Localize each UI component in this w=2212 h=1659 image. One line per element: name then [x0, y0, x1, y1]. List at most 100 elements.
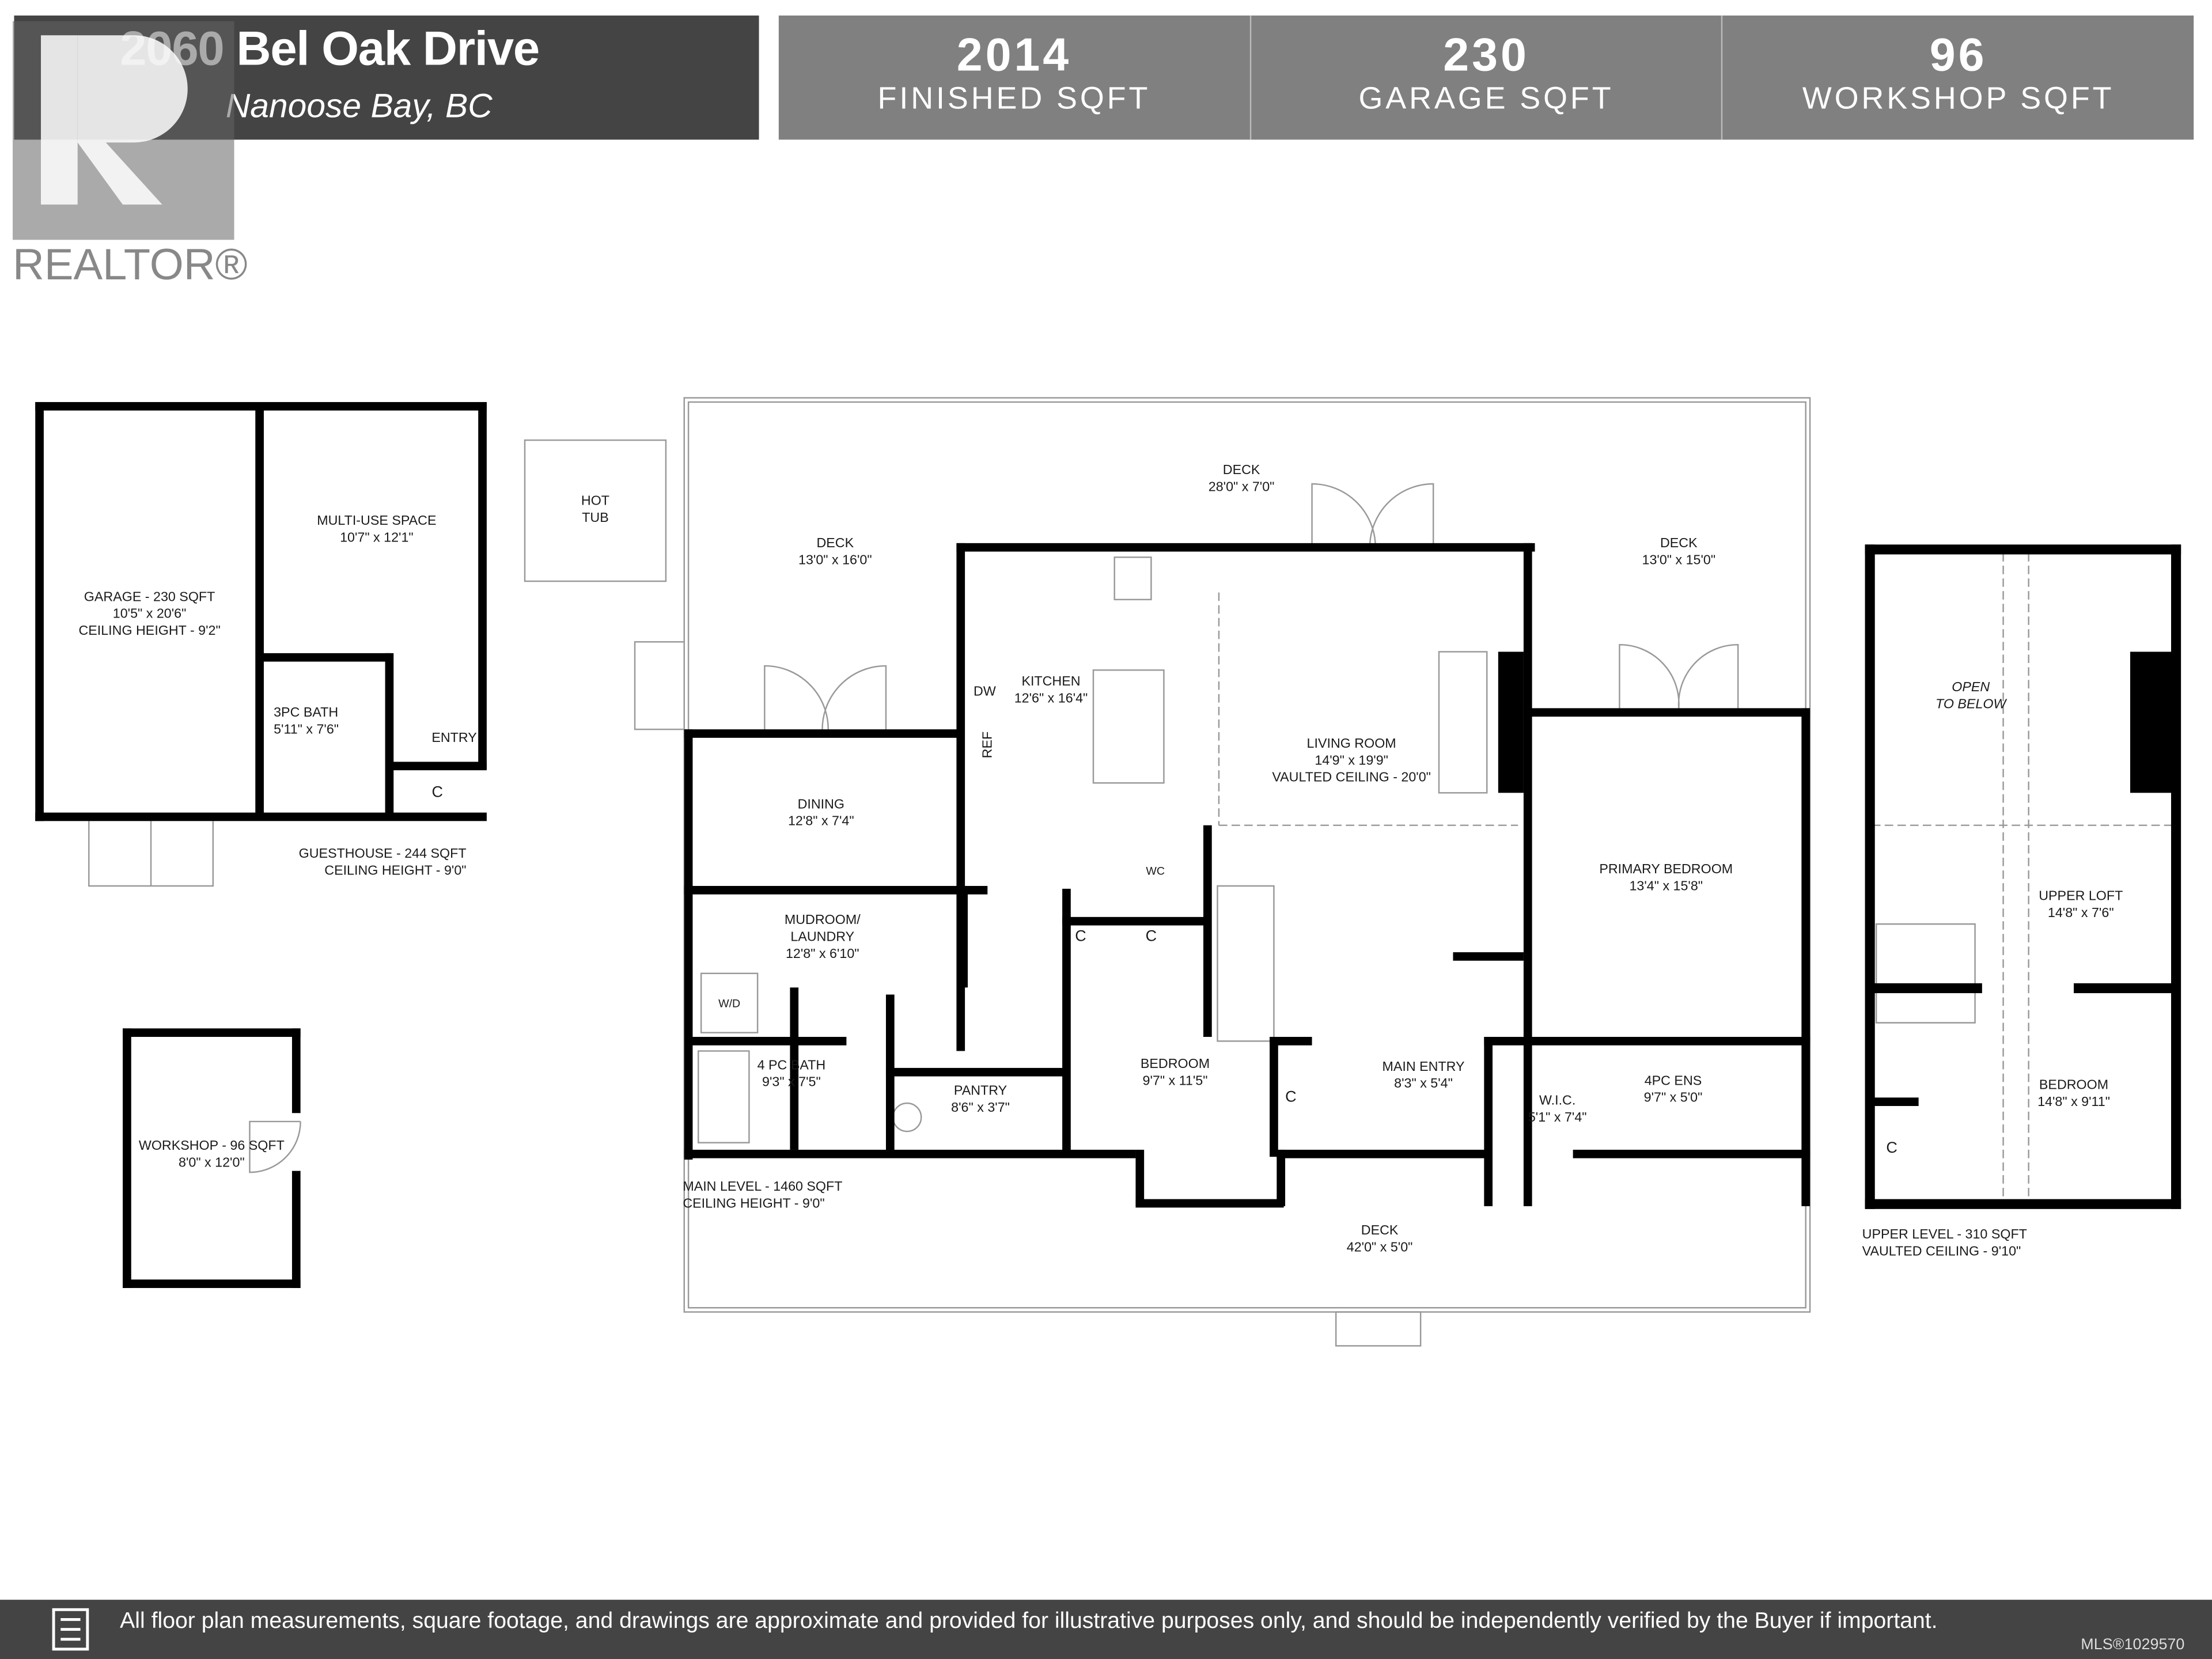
label-line: VAULTED CEILING - 9'10" — [1862, 1244, 2021, 1260]
label-line: 8'3" x 5'4" — [1394, 1076, 1453, 1092]
walls — [35, 402, 2181, 1288]
label-line: DECK — [1222, 463, 1260, 479]
label-line: PANTRY — [953, 1083, 1007, 1099]
upper-closet-label: C — [1886, 1139, 1897, 1157]
wic-label: W.I.C.5'1" x 7'4" — [1528, 1093, 1587, 1127]
label-line: 9'3" x 7'5" — [762, 1075, 821, 1091]
realtor-r-icon — [41, 35, 188, 205]
fridge-label: REF — [980, 731, 996, 759]
label-line: CEILING HEIGHT - 9'0" — [324, 863, 467, 879]
label-line: 13'0" x 16'0" — [798, 553, 872, 569]
label-line: 13'4" x 15'8" — [1629, 878, 1703, 895]
disclaimer-text: All floor plan measurements, square foot… — [120, 1609, 1938, 1634]
label-line: 13'0" x 15'0" — [1642, 553, 1716, 569]
guest-entry-label: ENTRY — [431, 730, 477, 747]
stat-label: GARAGE SQFT — [1358, 80, 1614, 116]
label-line: CEILING HEIGHT - 9'2" — [78, 623, 221, 639]
guest-closet-label: C — [431, 784, 443, 802]
label-line: DECK — [1660, 536, 1698, 552]
label-line: 12'6" x 16'4" — [1014, 691, 1088, 707]
label-line: UPPER LOFT — [2039, 888, 2123, 904]
closet-label: C — [1075, 928, 1086, 945]
label-line: GARAGE - 230 SQFT — [84, 589, 215, 605]
label-line: WORKSHOP - 96 SQFT — [138, 1138, 285, 1154]
label-line: OPEN — [1952, 680, 1990, 696]
label-line: 4PC ENS — [1644, 1073, 1702, 1089]
stat-value: 230 — [1443, 28, 1529, 81]
disclaimer-bar — [0, 1600, 2212, 1659]
label-line: MULTI-USE SPACE — [317, 513, 437, 529]
label-line: 4 PC BATH — [757, 1058, 826, 1074]
label-line: UPPER LEVEL - 310 SQFT — [1862, 1227, 2027, 1243]
label-line: MAIN ENTRY — [1382, 1059, 1465, 1075]
label-line: 10'5" x 20'6" — [112, 607, 187, 623]
label-line: CEILING HEIGHT - 9'0" — [683, 1196, 825, 1212]
label-line: W.I.C. — [1539, 1093, 1576, 1109]
label-line: DINING — [797, 797, 845, 813]
dishwasher-label: DW — [974, 684, 996, 700]
label-line: 8'6" x 3'7" — [951, 1100, 1010, 1116]
label-line: BEDROOM — [2039, 1078, 2109, 1093]
label-line: 5'11" x 7'6" — [274, 722, 339, 738]
mls-number: MLS®1029570 — [2081, 1636, 2185, 1654]
stat-label: WORKSHOP SQFT — [1802, 80, 2115, 116]
label-line: 42'0" x 5'0" — [1346, 1240, 1413, 1256]
label-line: 14'8" x 9'11" — [2037, 1094, 2110, 1111]
label-line: 8'0" x 12'0" — [179, 1155, 245, 1171]
label-line: 5'1" x 7'4" — [1528, 1110, 1587, 1126]
document-icon — [52, 1608, 89, 1651]
label-line: 12'8" x 6'10" — [785, 946, 859, 963]
realtor-logo-text: REALTOR® — [13, 240, 248, 290]
stat-label: FINISHED SQFT — [877, 80, 1151, 116]
label-line: 14'9" x 19'9" — [1315, 753, 1388, 769]
label-line: MUDROOM/ — [784, 912, 861, 929]
label-line: PRIMARY BEDROOM — [1599, 862, 1733, 878]
closet-label: C — [1145, 928, 1157, 945]
label-line: DECK — [1361, 1223, 1399, 1239]
label-line: KITCHEN — [1021, 674, 1081, 690]
stat-value: 96 — [1929, 28, 1987, 81]
label-line: MAIN LEVEL - 1460 SQFT — [683, 1179, 843, 1195]
upper-loft-label: UPPER LOFT 14'8" x 7'6" — [2039, 889, 2123, 923]
wc-label: WC — [1146, 865, 1165, 878]
property-city: Nanoose Bay, BC — [225, 87, 493, 126]
washer-dryer-label: W/D — [718, 997, 741, 1010]
label-line: 9'7" x 11'5" — [1142, 1073, 1208, 1089]
label-line: 14'8" x 7'6" — [2047, 906, 2114, 922]
label-line: LAUNDRY — [790, 929, 855, 945]
realtor-logo-watermark — [13, 21, 234, 240]
label-line: DECK — [816, 536, 854, 552]
label-line: HOT — [581, 494, 610, 510]
label-line: 28'0" x 7'0" — [1208, 479, 1275, 495]
label-line: 3PC BATH — [274, 705, 339, 721]
label-line: BEDROOM — [1140, 1056, 1210, 1073]
label-line: TO BELOW — [1936, 696, 2006, 713]
stat-value: 2014 — [956, 28, 1072, 81]
label-line: GUESTHOUSE - 244 SQFT — [298, 846, 467, 862]
garage-label: GARAGE - 230 SQFT 10'5" x 20'6"CEILING HE… — [78, 590, 220, 641]
label-line: 9'7" x 5'0" — [1643, 1090, 1703, 1107]
label-line: LIVING ROOM — [1306, 736, 1396, 752]
label-line: TUB — [582, 510, 609, 527]
